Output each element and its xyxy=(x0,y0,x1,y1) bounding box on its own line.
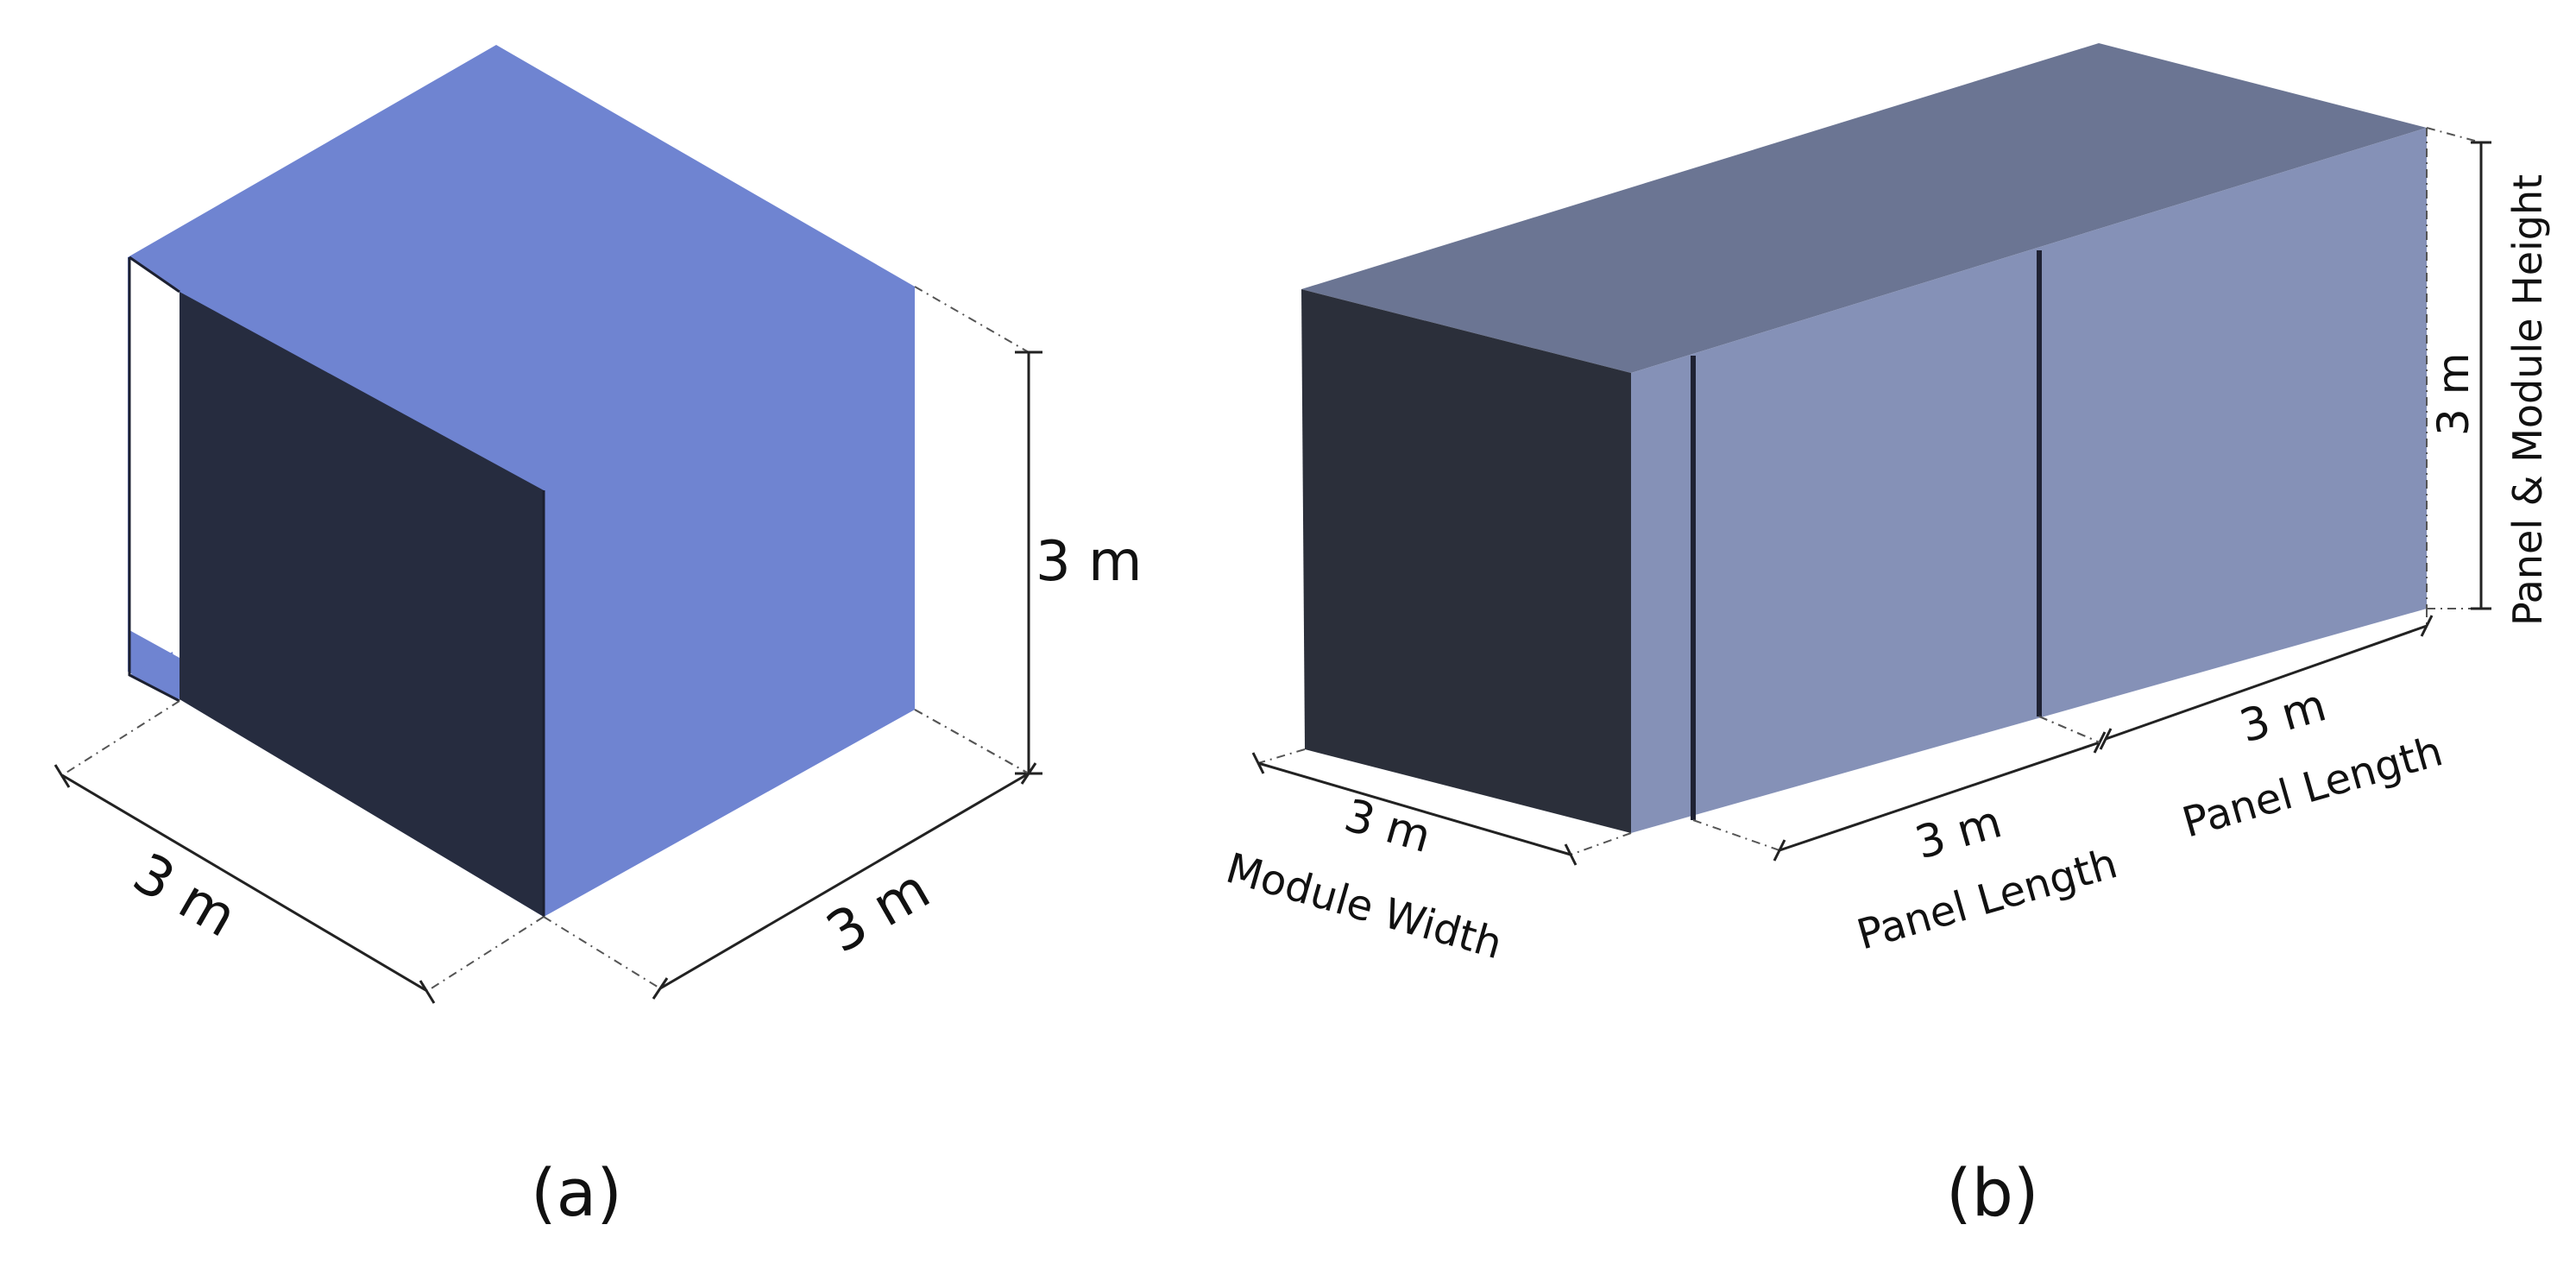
cube-floor-sliver xyxy=(129,652,180,701)
cube-top-edge xyxy=(129,256,180,294)
width-label-a: 3 m xyxy=(123,842,247,950)
height-label-b: Panel & Module Height xyxy=(2504,174,2551,626)
height-dimension-a: 3 m xyxy=(914,286,1142,775)
module-top-face xyxy=(1301,43,2427,373)
height-dimension-b: 3 m Panel & Module Height xyxy=(2426,127,2551,626)
panel-length-1-value: 3 m xyxy=(1910,796,2007,869)
cube-open-slot xyxy=(129,259,180,658)
cube-a xyxy=(128,45,915,917)
panel-length-2-value: 3 m xyxy=(2234,679,2332,753)
module-b xyxy=(1301,43,2428,833)
height-value-b: 3 m xyxy=(2428,353,2478,436)
caption-b: (b) xyxy=(1946,1154,2039,1231)
depth-label-a: 3 m xyxy=(816,857,941,966)
caption-a: (a) xyxy=(531,1154,622,1231)
panel-length-2-label: Panel Length xyxy=(2177,727,2448,847)
cube-left-edge xyxy=(128,257,180,703)
module-width-label: Module Width xyxy=(1221,844,1508,969)
panel-length-1-label: Panel Length xyxy=(1852,839,2123,959)
module-side-face xyxy=(1631,128,2427,833)
module-width-value: 3 m xyxy=(1338,790,1436,863)
cube-front-face xyxy=(180,292,544,917)
height-label-a: 3 m xyxy=(1036,530,1142,594)
module-end-face xyxy=(1301,289,1631,833)
